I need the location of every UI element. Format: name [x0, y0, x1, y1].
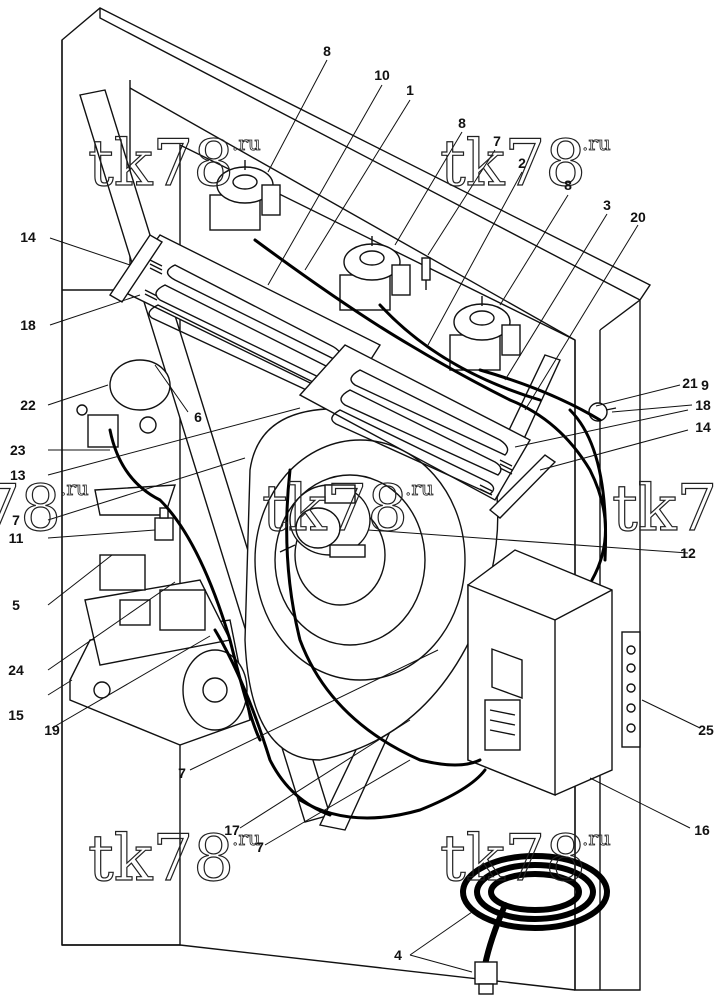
callout-20: 20 [630, 209, 646, 225]
callout-8: 8 [323, 43, 331, 59]
callout-19: 19 [44, 722, 60, 738]
heater-bracket-left [109, 234, 163, 303]
callout-2: 2 [518, 155, 526, 171]
terminal-strip [621, 631, 641, 748]
fan-motor-3 [449, 296, 521, 371]
callout-8: 8 [564, 177, 572, 193]
callout-14: 14 [20, 229, 36, 245]
watermark-text: tk78 [440, 127, 586, 201]
fan-motor-1 [209, 160, 281, 231]
callout-18: 18 [695, 397, 711, 413]
watermark-text: tk78 [440, 822, 586, 896]
callout-25: 25 [698, 722, 714, 738]
control-box [467, 549, 613, 797]
callout-15: 15 [8, 707, 24, 723]
thermistor-sensor [588, 402, 617, 422]
condenser-fan-motor [279, 484, 371, 558]
callout-12: 12 [680, 545, 696, 561]
watermark-text: tk78 [88, 127, 234, 201]
watermark-text: tk78 [262, 472, 408, 546]
leader-lines [47, 59, 701, 973]
callout-13: 13 [10, 467, 26, 483]
callout-8: 8 [458, 115, 466, 131]
watermark-sup: .ru [232, 826, 261, 850]
callout-1: 1 [406, 82, 414, 98]
heater-bank-lower [298, 344, 531, 501]
watermark-sup: .ru [405, 476, 434, 500]
callout-10: 10 [374, 67, 390, 83]
watermark-sup: .ru [582, 131, 611, 155]
compressor [69, 554, 251, 746]
callout-5: 5 [12, 597, 20, 613]
watermark-sup: .ru [232, 131, 261, 155]
callout-16: 16 [694, 822, 710, 838]
callout-18: 18 [20, 317, 36, 333]
callout-22: 22 [20, 397, 36, 413]
springs [144, 259, 513, 496]
callout-7: 7 [493, 133, 501, 149]
watermark-text: tk78 [88, 822, 234, 896]
callout-7: 7 [256, 839, 264, 855]
callout-11: 11 [9, 530, 24, 546]
accumulator [76, 359, 176, 516]
callout-7: 7 [12, 512, 20, 528]
wiring-harness [108, 238, 608, 820]
callout-4: 4 [394, 947, 402, 963]
callout-21: 21 [682, 375, 698, 391]
watermark-text: tk78 [0, 472, 61, 546]
heater-bracket-right [488, 454, 557, 519]
callout-9-visible: 9 [701, 377, 709, 393]
sensor-probe [421, 257, 431, 290]
callout-3: 3 [603, 197, 611, 213]
callout-6: 6 [194, 409, 202, 425]
fan-motor-2 [339, 236, 411, 311]
watermarks: tk78 .ru tk78 .ru tk78 .ru tk78 tk78 .ru… [0, 126, 715, 896]
callout-labels: 8 10 1 8 7 2 8 3 20 14 18 22 6 21 18 14 … [8, 43, 714, 963]
watermark-sup: .ru [582, 826, 611, 850]
watermark-sup: .ru [60, 476, 89, 500]
callout-7: 7 [178, 765, 186, 781]
power-cable-coil [460, 853, 610, 995]
callout-17: 17 [224, 822, 240, 838]
callout-23: 23 [10, 442, 26, 458]
callout-14: 14 [695, 419, 711, 435]
watermark-text: tk78 [612, 472, 715, 546]
callout-24: 24 [8, 662, 24, 678]
valve [154, 507, 174, 541]
